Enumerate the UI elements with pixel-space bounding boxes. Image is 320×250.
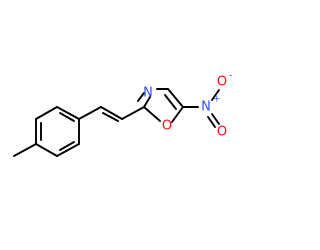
atom-nitro-o-top-charge: - <box>229 71 232 81</box>
bond-oxazole-c5-o <box>171 106 184 123</box>
atom-ring-n: N <box>143 86 153 101</box>
bond-ring-5 <box>56 143 80 157</box>
bond-oxazole-o-c2 <box>143 106 161 122</box>
structure-canvas: N O N + O - O <box>13 71 232 157</box>
bond-oxazole-c2-n-double <box>137 92 145 102</box>
atom-nitro-n: N <box>201 100 211 115</box>
atom-nitro-o-top: O <box>217 75 227 90</box>
bond-oxazole-c2-n <box>143 96 151 108</box>
bond-ring-6 <box>35 143 58 157</box>
bond-ring-double-3 <box>59 141 75 151</box>
bond-ring-3 <box>56 106 80 120</box>
bond-ring-double-2 <box>59 112 75 122</box>
bond-methyl <box>13 143 37 157</box>
bond-nitro-o-top <box>211 89 220 101</box>
atom-ring-o: O <box>162 119 172 134</box>
atom-nitro-o-bottom: O <box>217 125 227 140</box>
atom-nitro-n-charge: + <box>213 95 221 105</box>
bond-vinyl-double-outer <box>100 106 123 120</box>
bond-nitro-o-bottom <box>211 113 220 125</box>
bond-oxazole-c4-c5-double <box>164 94 177 110</box>
bond-ring-2 <box>35 106 58 120</box>
bond-vinyl-2 <box>121 106 145 120</box>
bond-oxazole-c4-c5 <box>167 88 184 108</box>
bond-nitro-o-bottom-double <box>207 116 216 128</box>
bond-vinyl-1 <box>78 106 102 120</box>
molecule-structure: N O N + O - O <box>13 71 232 157</box>
bond-vinyl-double-inner <box>102 112 119 122</box>
